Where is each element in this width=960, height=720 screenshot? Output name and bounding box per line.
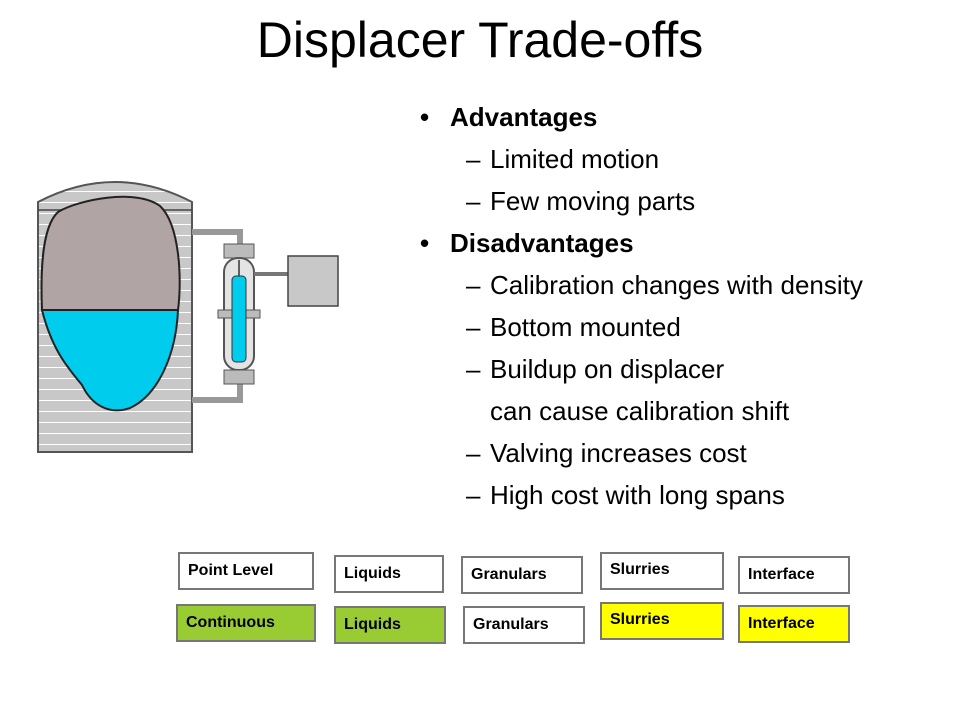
- displacer-float: [231, 275, 247, 363]
- vapor-space: [40, 195, 181, 311]
- disadvantage-continuation: can cause calibration shift: [490, 396, 790, 426]
- disadvantage-item: – High cost with long spans: [420, 474, 960, 516]
- dash-marker: –: [466, 438, 481, 468]
- slide-title: Displacer Trade-offs: [256, 12, 704, 68]
- tag-granulars-row2: Granulars: [463, 606, 585, 644]
- tag-continuous: Continuous: [176, 604, 316, 642]
- dash-marker: –: [466, 354, 481, 384]
- dash-marker: –: [466, 270, 481, 300]
- disadvantage-item: – Calibration changes with density: [420, 264, 960, 306]
- lower-nozzle-pipe: [192, 384, 243, 403]
- transmitter-head: [287, 255, 339, 307]
- upper-flange: [223, 243, 255, 259]
- tag-granulars-row1: Granulars: [461, 556, 583, 594]
- lower-flange: [223, 369, 255, 385]
- disadvantage-item: – Buildup on displacer: [420, 348, 960, 390]
- advantage-text: Limited motion: [490, 144, 660, 174]
- disadvantage-text: Bottom mounted: [490, 312, 681, 342]
- disadvantage-text: Buildup on displacer: [490, 354, 725, 384]
- disadvantages-heading: • Disadvantages: [420, 222, 960, 264]
- disadvantage-item: – Valving increases cost: [420, 432, 960, 474]
- tag-slurries-row1: Slurries: [600, 552, 724, 590]
- tag-liquids-row2: Liquids: [334, 606, 446, 644]
- bullet-dot: •: [420, 102, 430, 132]
- advantage-text: Few moving parts: [490, 186, 696, 216]
- tank-displacer-illustration: [37, 181, 339, 453]
- dash-marker: –: [466, 480, 481, 510]
- tag-interface-row1: Interface: [738, 556, 850, 594]
- dash-marker: –: [466, 144, 481, 174]
- disadvantage-text: Valving increases cost: [490, 438, 747, 468]
- advantages-heading: • Advantages: [420, 96, 960, 138]
- bullet-dot: •: [420, 228, 430, 258]
- tag-slurries-row2: Slurries: [600, 602, 724, 640]
- tag-point-level: Point Level: [178, 552, 314, 590]
- disadvantage-item: – Bottom mounted: [420, 306, 960, 348]
- disadvantage-text: Calibration changes with density: [490, 270, 863, 300]
- disadvantages-label: Disadvantages: [450, 228, 634, 258]
- advantage-item: – Limited motion: [420, 138, 960, 180]
- tag-liquids-row1: Liquids: [334, 555, 444, 593]
- dash-marker: –: [466, 312, 481, 342]
- upper-nozzle-pipe: [192, 229, 243, 248]
- disadvantage-text: High cost with long spans: [490, 480, 785, 510]
- liquid-fill: [40, 309, 180, 412]
- advantages-label: Advantages: [450, 102, 598, 132]
- bullet-list: • Advantages – Limited motion – Few movi…: [420, 96, 960, 516]
- dash-marker: –: [466, 186, 481, 216]
- advantage-item: – Few moving parts: [420, 180, 960, 222]
- tag-interface-row2: Interface: [738, 605, 850, 643]
